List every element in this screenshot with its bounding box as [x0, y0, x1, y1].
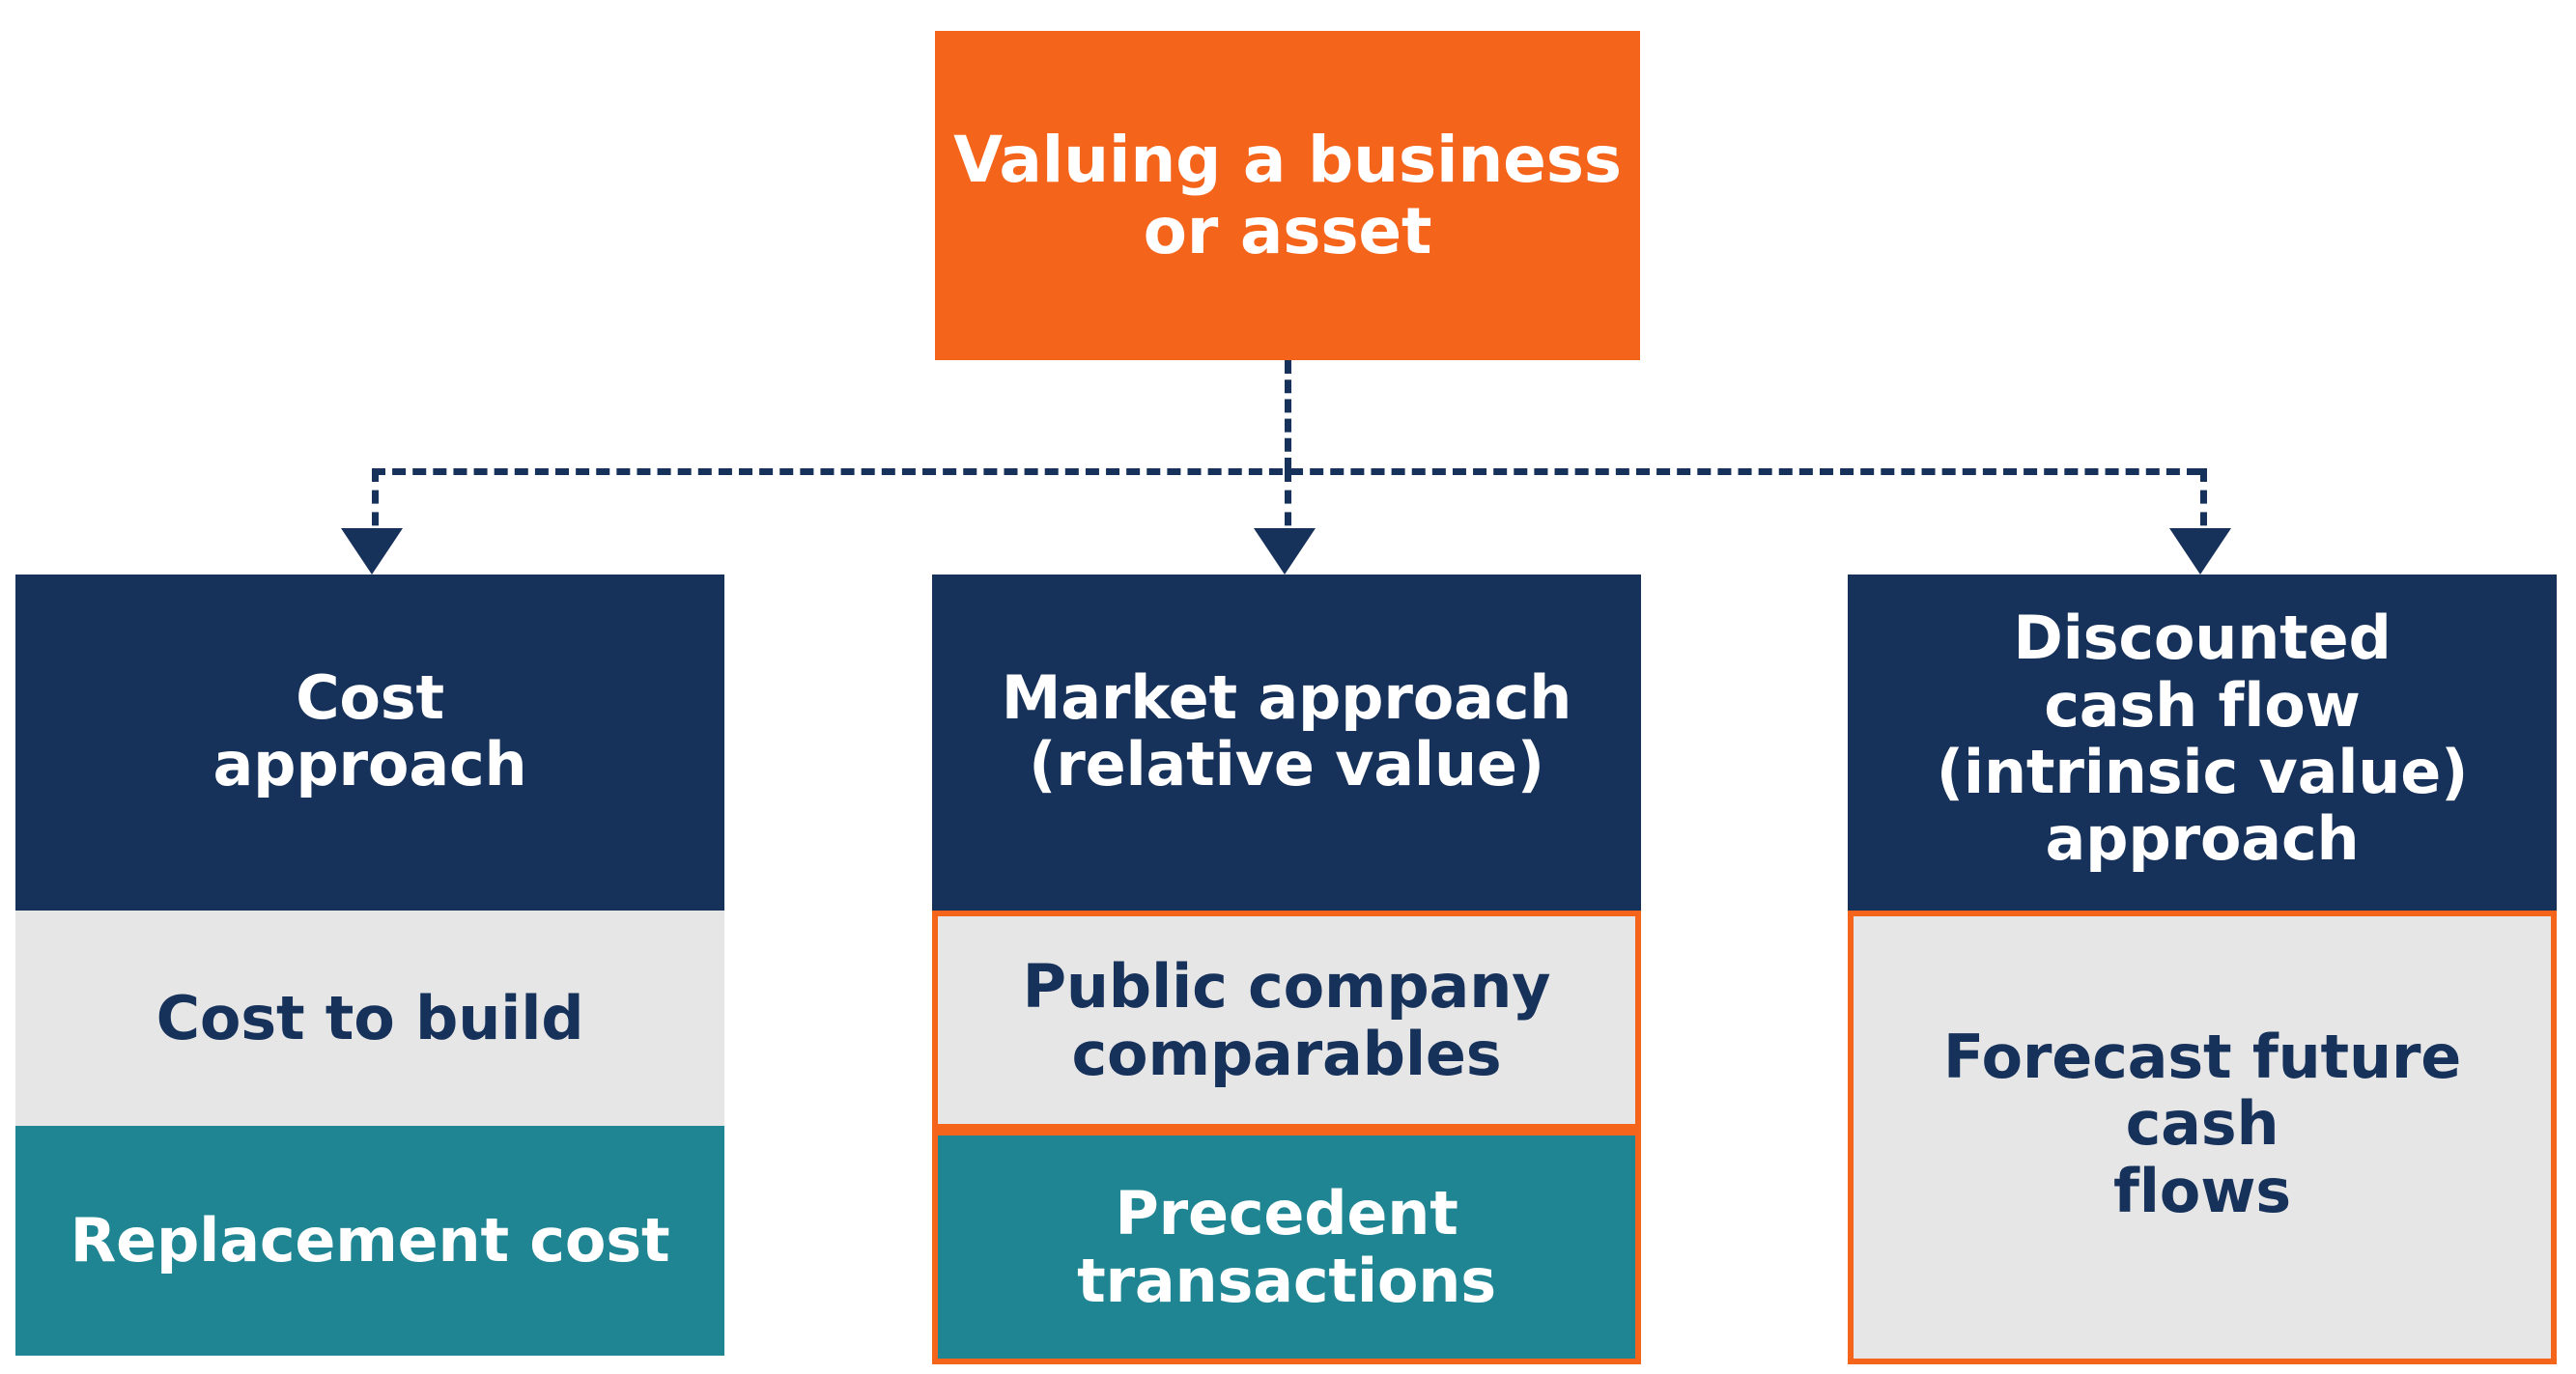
item-forecast-future-cash-flows[interactable]: Forecast future cash flows — [1848, 911, 2557, 1364]
root-node-label: Valuing a business or asset — [953, 122, 1622, 268]
connector-root-stem — [1285, 360, 1291, 471]
item-label: Public company comparables — [1022, 951, 1551, 1089]
item-precedent-transactions[interactable]: Precedent transactions — [932, 1130, 1641, 1364]
arrowhead-cost-approach-icon — [341, 528, 403, 575]
item-replacement-cost[interactable]: Replacement cost — [15, 1126, 724, 1356]
column-header-label: Cost approach — [212, 661, 527, 799]
column-header-market-approach[interactable]: Market approach (relative value) — [932, 575, 1641, 911]
column-header-discounted-cash-flow[interactable]: Discounted cash flow (intrinsic value) a… — [1848, 575, 2557, 911]
connector-drop-discounted-cash-flow — [2200, 468, 2207, 547]
column-header-label: Market approach (relative value) — [1001, 661, 1572, 799]
item-label: Cost to build — [156, 982, 584, 1053]
column-header-label: Discounted cash flow (intrinsic value) a… — [1936, 603, 2469, 875]
column-header-cost-approach[interactable]: Cost approach — [15, 575, 724, 911]
item-public-company-comparables[interactable]: Public company comparables — [932, 911, 1641, 1130]
item-label: Replacement cost — [70, 1205, 670, 1276]
arrowhead-market-approach-icon — [1254, 528, 1316, 575]
item-label: Precedent transactions — [1077, 1178, 1496, 1316]
item-label: Forecast future cash flows — [1942, 1021, 2462, 1226]
arrowhead-discounted-cash-flow-icon — [2169, 528, 2231, 575]
connector-drop-cost-approach — [372, 468, 379, 547]
root-node-valuing-a-business-or-asset[interactable]: Valuing a business or asset — [935, 31, 1640, 360]
connector-drop-market-approach — [1285, 468, 1291, 547]
item-cost-to-build[interactable]: Cost to build — [15, 911, 724, 1126]
